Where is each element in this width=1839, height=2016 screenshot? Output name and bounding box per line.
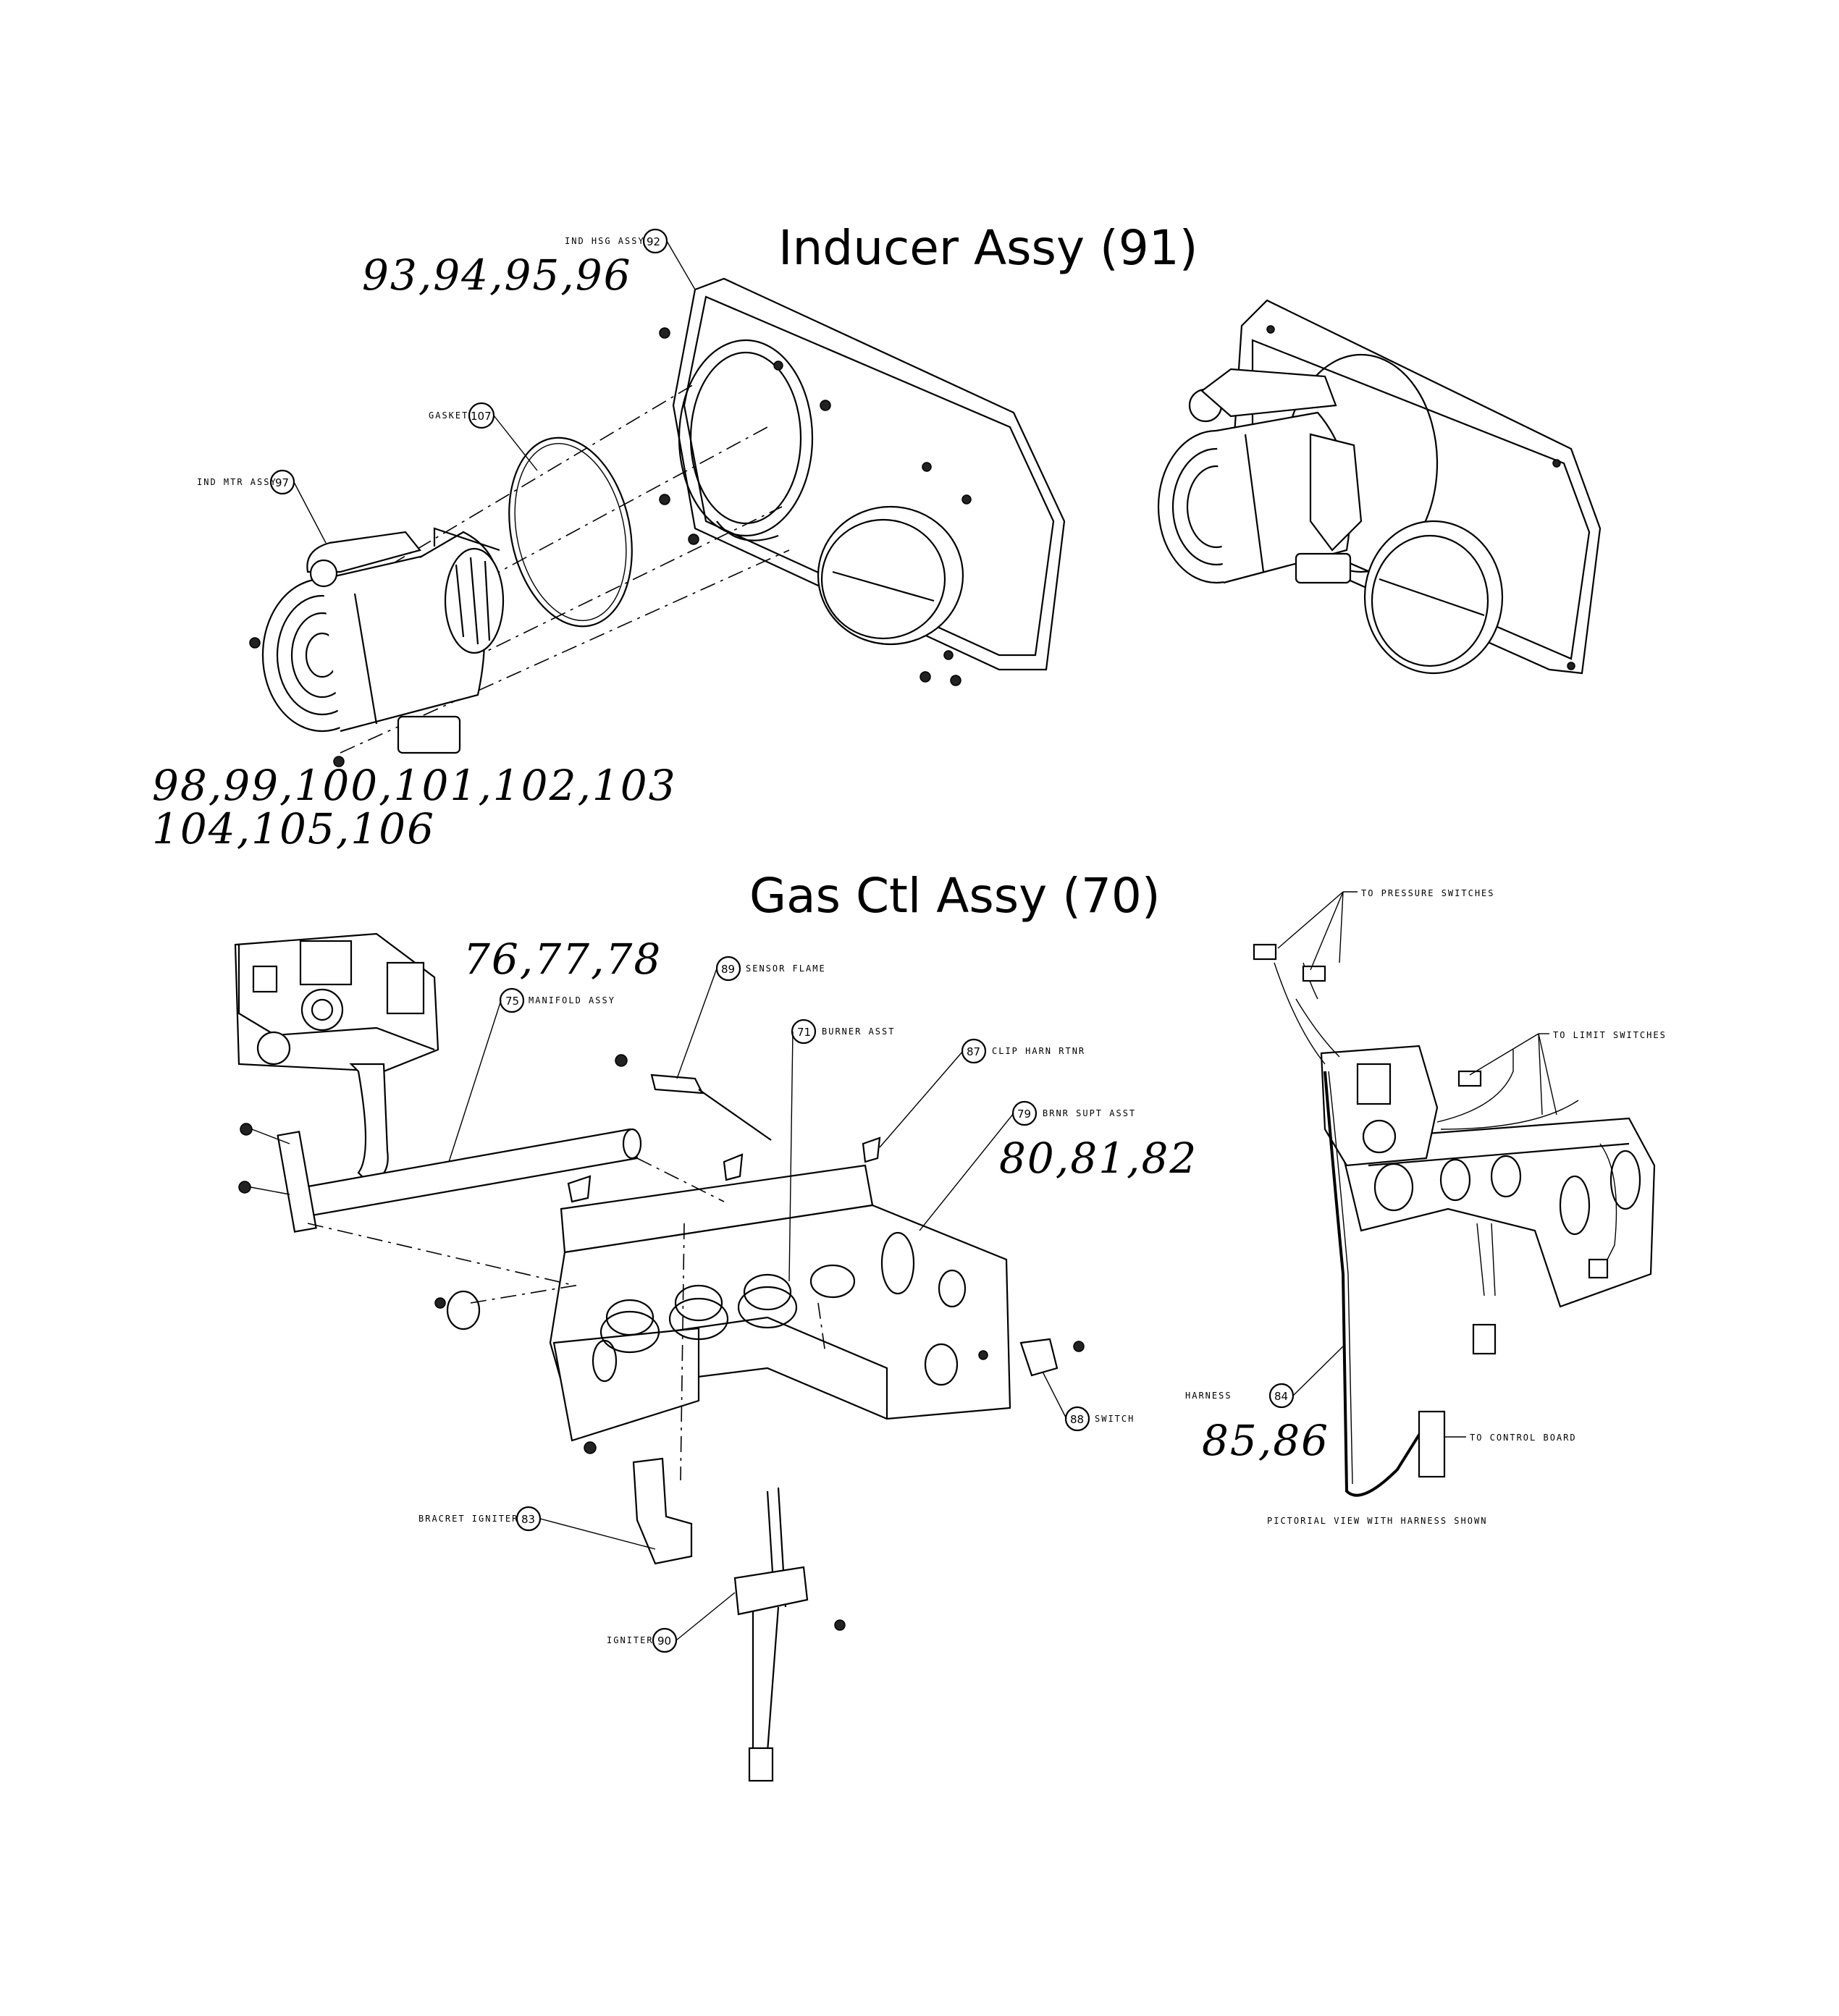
callout-limit-switches: TO LIMIT SWITCHES (1469, 1030, 1667, 1115)
handwritten-harness-parts: 85,86 (1202, 1416, 1329, 1465)
svg-text:TO CONTROL BOARD: TO CONTROL BOARD (1470, 1433, 1577, 1443)
callout-switch: 88 SWITCH (1042, 1371, 1135, 1432)
svg-text:MANIFOLD ASSY: MANIFOLD ASSY (529, 995, 615, 1005)
svg-text:BRACRET IGNITER: BRACRET IGNITER (418, 1514, 518, 1524)
callout-gasket: GASKET 107 (429, 402, 538, 471)
callout-brnr-supt: 79 BRNR SUPT ASST (919, 1100, 1136, 1231)
callout-sensor: 89 SENSOR FLAME (676, 956, 826, 1079)
svg-text:GASKET: GASKET (429, 410, 468, 421)
svg-text:HARNESS: HARNESS (1185, 1391, 1232, 1401)
handwritten-manifold-parts: 76,77,78 (463, 935, 662, 984)
svg-text:75: 75 (505, 995, 519, 1008)
svg-text:92: 92 (647, 235, 660, 248)
handwritten-ind-hsg-parts: 93,94,95,96 (362, 250, 632, 300)
callout-ind-hsg: IND HSG ASSY 92 (565, 228, 696, 290)
callout-igniter: IGNITER 90 (607, 1592, 736, 1653)
svg-text:IND HSG ASSY: IND HSG ASSY (565, 236, 645, 246)
svg-text:79: 79 (1017, 1108, 1031, 1121)
svg-text:SENSOR FLAME: SENSOR FLAME (746, 963, 826, 974)
svg-text:IND MTR ASSY: IND MTR ASSY (197, 477, 277, 487)
callout-pressure-switches: TO PRESSURE SWITCHES (1277, 888, 1495, 971)
svg-text:89: 89 (721, 963, 735, 976)
handwritten-ind-mtr-parts-1: 98,99,100,101,102,103 (152, 761, 677, 810)
harness-wires (1274, 962, 1617, 1497)
handwritten-brnr-supt-parts: 80,81,82 (999, 1134, 1198, 1183)
svg-text:71: 71 (797, 1026, 811, 1039)
gasket-ring (508, 436, 633, 628)
inducer-assembled (1157, 299, 1602, 675)
svg-text:87: 87 (967, 1045, 980, 1058)
svg-text:TO LIMIT SWITCHES: TO LIMIT SWITCHES (1553, 1030, 1667, 1040)
igniter (733, 1487, 846, 1782)
svg-text:90: 90 (657, 1635, 671, 1648)
inducer-housing (672, 277, 1066, 671)
handwritten-ind-mtr-parts-2: 104,105,106 (152, 804, 435, 853)
housing-screws (659, 327, 961, 686)
callout-clip: 87 CLIP HARN RTNR (879, 1038, 1085, 1148)
svg-text:107: 107 (471, 410, 492, 423)
callout-harness: HARNESS 84 (1185, 1346, 1344, 1409)
gas-ctl-assy-title: Gas Ctl Assy (70) (749, 868, 1161, 924)
svg-text:SWITCH: SWITCH (1095, 1414, 1135, 1424)
callout-ind-mtr: IND MTR ASSY 97 (197, 469, 327, 544)
rollout-switch-left (434, 1290, 481, 1330)
callout-bracket: BRACRET IGNITER 83 (418, 1506, 656, 1550)
callout-manifold: 75 MANIFOLD ASSY (448, 987, 615, 1163)
svg-text:CLIP HARN RTNR: CLIP HARN RTNR (992, 1046, 1085, 1056)
gas-valve (234, 932, 439, 1185)
callout-burner: 71 BURNER ASST (788, 1018, 895, 1282)
svg-text:83: 83 (521, 1513, 535, 1526)
inducer-motor (249, 527, 505, 767)
svg-text:84: 84 (1274, 1390, 1288, 1403)
burner-tubes (599, 1264, 856, 1354)
rollout-switch-right (1019, 1338, 1085, 1377)
igniter-bracket (584, 1441, 693, 1565)
burner-assembly (549, 1164, 1011, 1442)
inducer-assy-title: Inducer Assy (91) (778, 220, 1198, 276)
pictorial-caption: PICTORIAL VIEW WITH HARNESS SHOWN (1267, 1516, 1487, 1526)
flame-sensor (615, 1054, 772, 1141)
manifold-pipe (238, 1123, 642, 1233)
svg-text:BRNR SUPT ASST: BRNR SUPT ASST (1043, 1108, 1136, 1118)
svg-text:97: 97 (275, 476, 289, 489)
harness-clips (567, 1136, 881, 1203)
svg-text:88: 88 (1070, 1413, 1084, 1426)
explode-lines-gas (307, 1157, 826, 1481)
harness-pictorial (1253, 943, 1656, 1497)
callout-control-board: TO CONTROL BOARD (1444, 1433, 1577, 1443)
svg-text:TO PRESSURE SWITCHES: TO PRESSURE SWITCHES (1361, 888, 1495, 898)
svg-text:IGNITER: IGNITER (607, 1635, 654, 1645)
svg-text:BURNER ASST: BURNER ASST (822, 1026, 895, 1037)
